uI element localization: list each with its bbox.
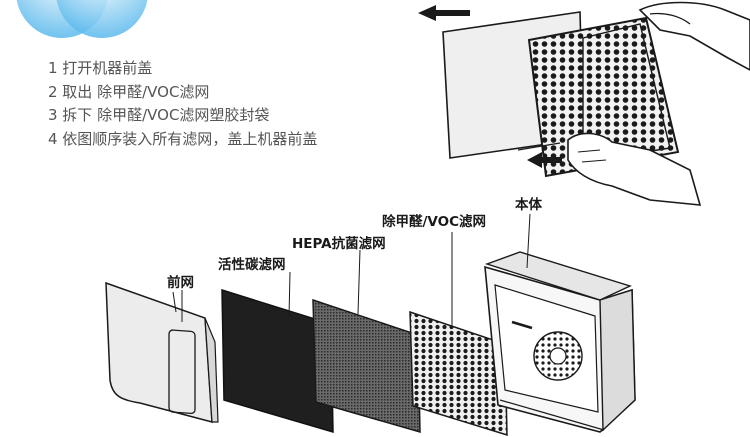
step-4: 4 依图顺序装入所有滤网，盖上机器前盖 [48,129,318,148]
label-front-cover: 前网 [167,275,194,291]
brand-logo [0,0,150,46]
arrow-left-icon [527,152,562,168]
voc-filter-part [409,232,508,437]
step-3: 3 拆下 除甲醛/VOC滤网塑胶封袋 [48,106,270,124]
hepa-filter-part [312,249,421,434]
purifier-body-part [484,213,636,433]
carbon-filter-part [221,271,334,434]
step-2: 2 取出 除甲醛/VOC滤网 [48,82,210,101]
instruction-steps: 1 打开机器前盖 2 取出 除甲醛/VOC滤网 3 拆下 除甲醛/VOC滤网塑胶… [48,57,317,151]
remove-filter-scene [418,1,750,206]
label-body: 本体 [515,197,542,213]
label-voc-filter: 除甲醛/VOC滤网 [382,214,487,230]
front-cover-part [105,281,219,423]
label-carbon-filter: 活性碳滤网 [218,257,286,273]
label-hepa-filter: HEPA抗菌滤网 [292,236,386,252]
step-1: 1 打开机器前盖 [48,59,153,77]
arrow-left-icon [418,5,470,21]
